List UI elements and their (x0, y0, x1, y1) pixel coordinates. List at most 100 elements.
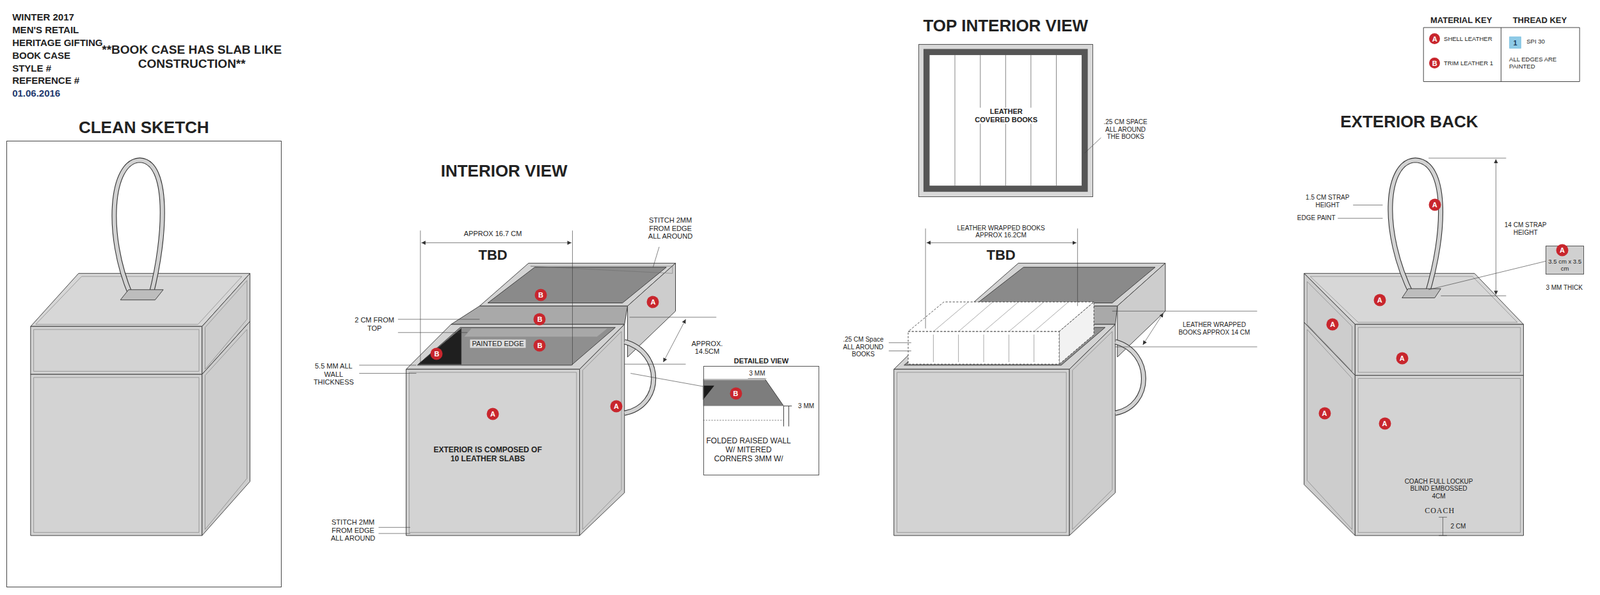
leader-line (1352, 204, 1383, 206)
material-callout: A (1373, 293, 1386, 306)
top-view-drawing (929, 55, 1082, 186)
book-divider (933, 334, 934, 363)
view-title: INTERIOR VIEW (440, 161, 568, 182)
annotation-label: .25 CM SPACE ALL AROUND THE BOOKS (1101, 118, 1151, 141)
book-divider (1008, 302, 1044, 332)
dimension-line (1440, 295, 1506, 297)
case-interior (417, 327, 616, 366)
stitch-line (1358, 378, 1521, 534)
annotation-label: 14 CM STRAP HEIGHT (1501, 221, 1551, 237)
book-divider (1008, 334, 1010, 363)
case-with-books (894, 369, 1070, 536)
dimension-line (1112, 311, 1257, 312)
view-title: EXTERIOR BACK (1340, 112, 1478, 132)
book-divider (954, 55, 1056, 186)
key-table (1423, 27, 1580, 82)
book-block (908, 331, 1060, 365)
dimension-line (1438, 517, 1448, 518)
material-callout: A (1428, 199, 1441, 212)
annotation-label: 2 CM FROM TOP (354, 316, 395, 333)
annotation-label: APPROX. 14.5CM (690, 339, 724, 356)
box-text: 3.5 cm x 3.5 cm (1548, 258, 1582, 273)
leader-line (378, 527, 411, 528)
header-note: REFERENCE # (12, 74, 80, 86)
case-exterior-back (1402, 288, 1442, 298)
annotation-label: MATERIAL KEY (1430, 15, 1492, 25)
case-exterior-back (1390, 160, 1441, 296)
header-note: HERITAGE GIFTING (12, 37, 103, 48)
detail-view-box: DETAILED VIEWFOLDED RAISED WALL W/ MITER… (703, 366, 820, 476)
legend-text: TRIM LEATHER 1 (1443, 59, 1494, 67)
key-table (1500, 27, 1502, 82)
top-view-drawing (923, 49, 1088, 192)
annotation-label: COACH FULL LOCKUP BLIND EMBOSSED 4CM (1402, 477, 1475, 500)
annotation-label: THREAD KEY (1512, 15, 1568, 25)
annotation-label: 1.5 CM STRAP HEIGHT (1304, 193, 1351, 209)
key-letter: B (1429, 57, 1440, 69)
material-callout: A (1556, 243, 1569, 256)
case-with-books (1115, 341, 1144, 414)
book-divider (954, 55, 956, 186)
detail-drawing (703, 379, 784, 406)
material-callout: A (610, 400, 623, 413)
case-sketch (30, 374, 203, 536)
leader-line (888, 343, 912, 352)
book-divider (958, 302, 994, 332)
view-title: TOP INTERIOR VIEW (922, 16, 1088, 36)
top-view-box: TOP INTERIOR VIEWLEATHER COVERED BOOKS (918, 44, 1094, 198)
case-with-books (894, 263, 1166, 536)
case-sketch (113, 160, 162, 295)
top-view-drawing (918, 44, 1101, 198)
key-table (1423, 27, 1580, 82)
leader-line (888, 342, 912, 344)
dimension-line (1077, 228, 1078, 306)
annotation-label: APPROX 16.7 CM (464, 229, 522, 239)
annotation-label: STITCH 2MM FROM EDGE ALL AROUND (330, 518, 377, 543)
box-text: LEATHER COVERED BOOKS (972, 108, 1040, 125)
case-interior (624, 341, 654, 414)
stitch-line (1306, 329, 1352, 530)
annotation-label: 3 MM (798, 402, 815, 411)
case-with-books (1115, 341, 1144, 414)
material-callout: B (729, 387, 742, 400)
leader-line (398, 332, 468, 333)
annotation-label: LEATHER WRAPPED BOOKS APPROX 16.2CM (949, 224, 1053, 239)
material-callout: A (647, 295, 660, 308)
stitch-line (1306, 276, 1520, 533)
leader-line (888, 350, 912, 352)
stitch-line (33, 329, 200, 372)
book-block (1059, 302, 1094, 365)
header-note: MEN'S RETAIL (12, 24, 79, 36)
book-divider (933, 302, 969, 332)
case-interior (406, 369, 580, 536)
dimension-line (1442, 517, 1444, 536)
view-title: CLEAN SKETCH (78, 118, 210, 138)
dimension-line (925, 228, 1257, 347)
case-interior (418, 328, 462, 365)
case-sketch (120, 289, 164, 301)
stitch-line (35, 276, 242, 325)
case-exterior-back (1304, 160, 1524, 536)
header-note: WINTER 2017 (12, 11, 75, 23)
book-divider (983, 302, 1019, 332)
dimension-line (629, 316, 717, 318)
detail-drawing (703, 385, 715, 400)
case-exterior-back (1304, 322, 1356, 536)
detail-drawing (765, 379, 792, 406)
key-letter: A (1429, 33, 1440, 45)
stitch-line (33, 377, 200, 533)
material-callout: B (533, 313, 546, 326)
case-interior (406, 263, 676, 536)
dimension-line (572, 230, 573, 365)
dimension-line (926, 242, 1077, 244)
dimension-line (1115, 346, 1258, 348)
dimension-line (421, 242, 571, 244)
dimension-line (1495, 159, 1497, 296)
header-note: 01.06.2016 (12, 87, 61, 99)
leader-line (652, 247, 660, 268)
annotation-label: TBD (478, 247, 507, 264)
detail-drawing (748, 378, 767, 379)
stitch-line (204, 280, 247, 370)
